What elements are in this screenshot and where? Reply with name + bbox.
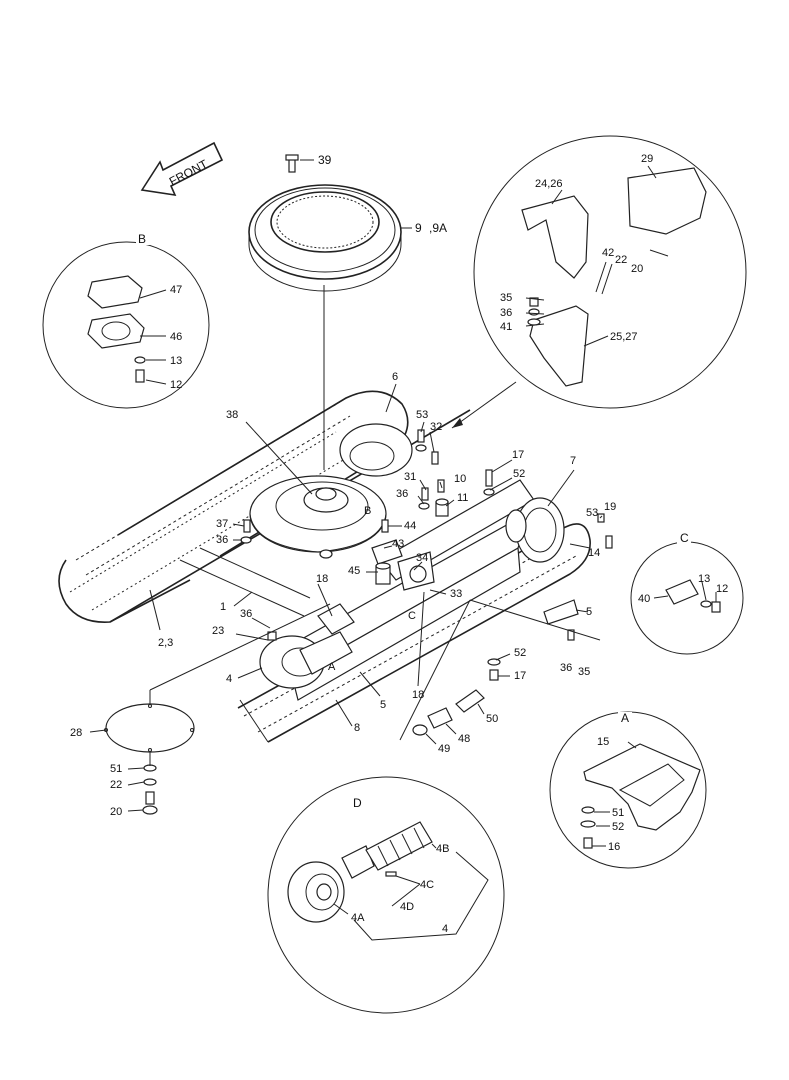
label-18-b: 18 bbox=[412, 689, 424, 701]
label-28: 28 bbox=[70, 727, 82, 739]
label-36-d: 36 bbox=[240, 608, 252, 620]
swing-bearing bbox=[248, 154, 412, 292]
label-4: 4 bbox=[226, 673, 232, 685]
label-34: 34 bbox=[416, 552, 428, 564]
sprocket-wheel bbox=[339, 423, 565, 563]
label-46: 46 bbox=[170, 331, 182, 343]
label-52-a: 52 bbox=[513, 468, 525, 480]
label-32: 32 bbox=[430, 421, 442, 433]
label-16: 16 bbox=[608, 841, 620, 853]
label-14: 14 bbox=[588, 547, 600, 559]
label-52-b: 52 bbox=[514, 647, 526, 659]
label-37: 37 bbox=[216, 518, 228, 530]
label-7: 7 bbox=[570, 455, 576, 467]
label-50: 50 bbox=[486, 713, 498, 725]
idler-wheel bbox=[259, 631, 353, 689]
detail-circle-a bbox=[549, 711, 707, 869]
track-assembly bbox=[58, 390, 591, 743]
label-6: 6 bbox=[392, 371, 398, 383]
detail-circle-covers bbox=[473, 135, 747, 409]
circle-d-title: D bbox=[353, 796, 362, 810]
label-29: 29 bbox=[641, 153, 653, 165]
label-15: 15 bbox=[597, 736, 609, 748]
label-36-a: 36 bbox=[500, 307, 512, 319]
label-36-e: 36 bbox=[560, 662, 572, 674]
label-4c: 4C bbox=[420, 879, 434, 891]
label-44: 44 bbox=[404, 520, 416, 532]
label-47: 47 bbox=[170, 284, 182, 296]
label-17-b: 17 bbox=[514, 670, 526, 682]
front-label: FRONT bbox=[167, 157, 211, 189]
label-17-a: 17 bbox=[512, 449, 524, 461]
label-35-b: 35 bbox=[578, 666, 590, 678]
front-arrow: FRONT bbox=[140, 141, 224, 197]
label-1: 1 bbox=[220, 601, 226, 613]
tag-c-main: C bbox=[408, 610, 416, 622]
label-13-b: 13 bbox=[170, 355, 182, 367]
label-20-a: 20 bbox=[631, 263, 643, 275]
label-49: 49 bbox=[438, 743, 450, 755]
label-35-a: 35 bbox=[500, 292, 512, 304]
label-45: 45 bbox=[348, 565, 360, 577]
label-5-b: 5 bbox=[380, 699, 386, 711]
label-2-3: 2,3 bbox=[158, 637, 173, 649]
circle-b-title: B bbox=[138, 232, 146, 246]
cover-plate-28 bbox=[89, 703, 195, 815]
label-33: 33 bbox=[450, 588, 462, 600]
leader-lines bbox=[149, 383, 603, 745]
label-4b: 4B bbox=[436, 843, 449, 855]
label-9a: ,9A bbox=[429, 221, 447, 235]
label-53-b: 53 bbox=[586, 507, 598, 519]
label-51-a: 51 bbox=[110, 763, 122, 775]
label-4d: 4D bbox=[400, 901, 414, 913]
label-18-a: 18 bbox=[316, 573, 328, 585]
label-8: 8 bbox=[354, 722, 360, 734]
label-40: 40 bbox=[638, 593, 650, 605]
label-43: 43 bbox=[392, 538, 404, 550]
detail-circle-d bbox=[267, 776, 505, 1014]
label-4a: 4A bbox=[351, 912, 365, 924]
label-13-c: 13 bbox=[698, 573, 710, 585]
label-41: 41 bbox=[500, 321, 512, 333]
circle-a-title: A bbox=[621, 711, 629, 725]
detail-circle-b bbox=[42, 233, 210, 409]
label-22-a: 22 bbox=[615, 254, 627, 266]
label-52-c: 52 bbox=[612, 821, 624, 833]
label-20-b: 20 bbox=[110, 806, 122, 818]
label-11: 11 bbox=[457, 492, 468, 504]
label-25-27: 25,27 bbox=[610, 331, 638, 343]
label-4-d: 4 bbox=[442, 923, 448, 935]
label-42: 42 bbox=[602, 247, 614, 259]
fittings bbox=[240, 429, 613, 736]
label-36-b: 36 bbox=[396, 488, 408, 500]
label-24-26: 24,26 bbox=[535, 178, 563, 190]
label-53-a: 53 bbox=[416, 409, 428, 421]
circle-c-title: C bbox=[680, 531, 689, 545]
label-12-b: 12 bbox=[170, 379, 182, 391]
turntable bbox=[249, 475, 387, 559]
label-22-b: 22 bbox=[110, 779, 122, 791]
label-19: 19 bbox=[604, 501, 616, 513]
detail-circle-c bbox=[630, 532, 744, 655]
label-39: 39 bbox=[318, 153, 332, 167]
label-36-c: 36 bbox=[216, 534, 228, 546]
label-10: 10 bbox=[454, 473, 466, 485]
label-5-a: 5 bbox=[586, 606, 592, 618]
label-31: 31 bbox=[404, 471, 416, 483]
label-38: 38 bbox=[226, 409, 238, 421]
label-51-b: 51 bbox=[612, 807, 624, 819]
tag-a-main: A bbox=[328, 661, 336, 673]
label-9: 9 bbox=[415, 221, 422, 235]
label-12-c: 12 bbox=[716, 583, 728, 595]
label-48: 48 bbox=[458, 733, 470, 745]
label-23: 23 bbox=[212, 625, 224, 637]
leader-arrow bbox=[451, 381, 517, 429]
tag-b-main: B bbox=[364, 505, 371, 517]
